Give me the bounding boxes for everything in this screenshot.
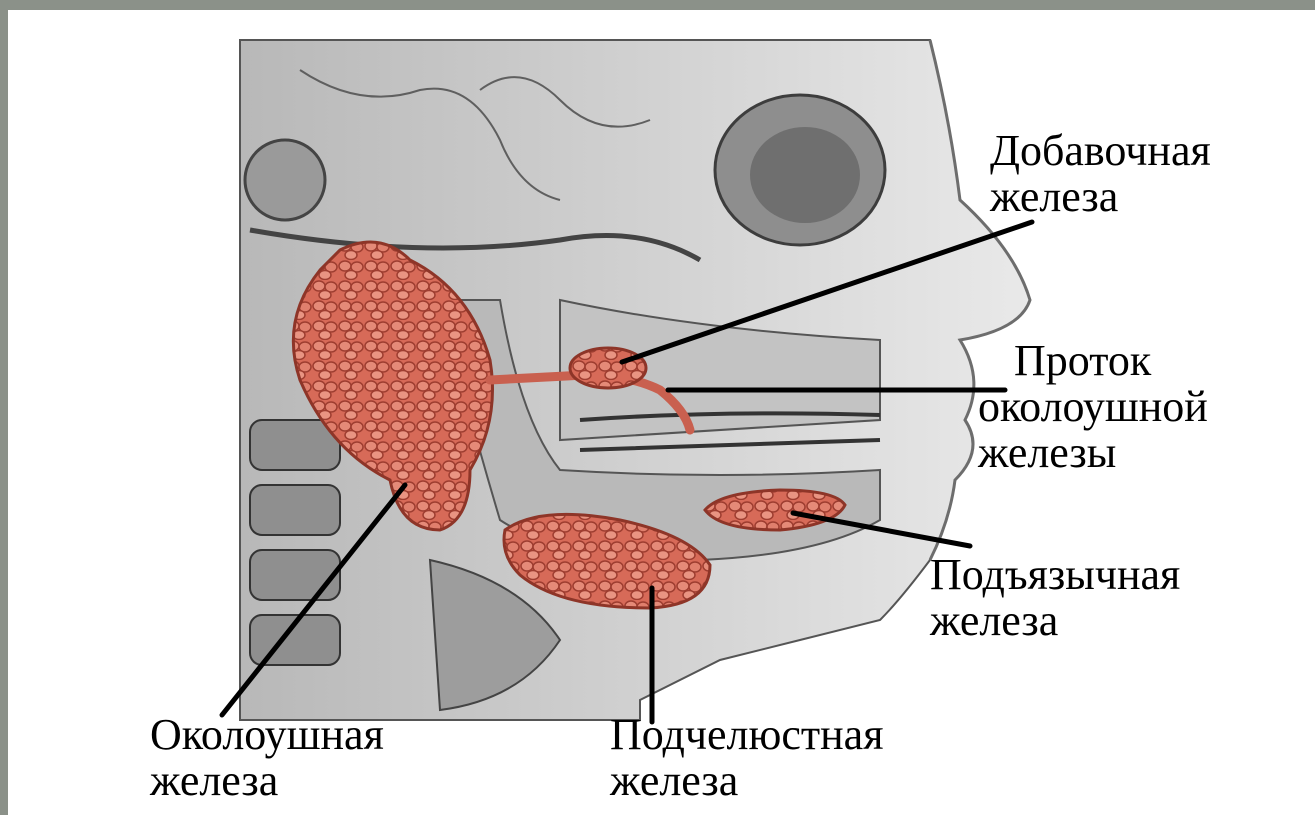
label-parotid-gland: Околоушная железа — [150, 712, 384, 804]
accessory-gland — [570, 348, 646, 388]
label-duct-line2: околоушной — [978, 384, 1208, 430]
label-submandibular-line1: Подчелюстная — [610, 712, 883, 758]
label-parotid-line1: Околоушная — [150, 712, 384, 758]
label-duct-line3: железы — [978, 430, 1208, 476]
label-submandibular-line2: железа — [610, 758, 883, 804]
label-accessory-line2: железа — [990, 174, 1211, 220]
label-accessory-line1: Добавочная — [990, 128, 1211, 174]
label-parotid-duct: Проток околоушной железы — [978, 338, 1208, 476]
label-sublingual-gland: Подъязычная железа — [930, 552, 1180, 644]
label-accessory-gland: Добавочная железа — [990, 128, 1211, 220]
label-sublingual-line2: железа — [930, 598, 1180, 644]
label-duct-line1: Проток — [978, 338, 1208, 384]
label-submandibular-gland: Подчелюстная железа — [610, 712, 883, 804]
label-sublingual-line1: Подъязычная — [930, 552, 1180, 598]
ear-canal — [245, 140, 325, 220]
eye-orbit-inner — [750, 127, 860, 223]
label-parotid-line2: железа — [150, 758, 384, 804]
